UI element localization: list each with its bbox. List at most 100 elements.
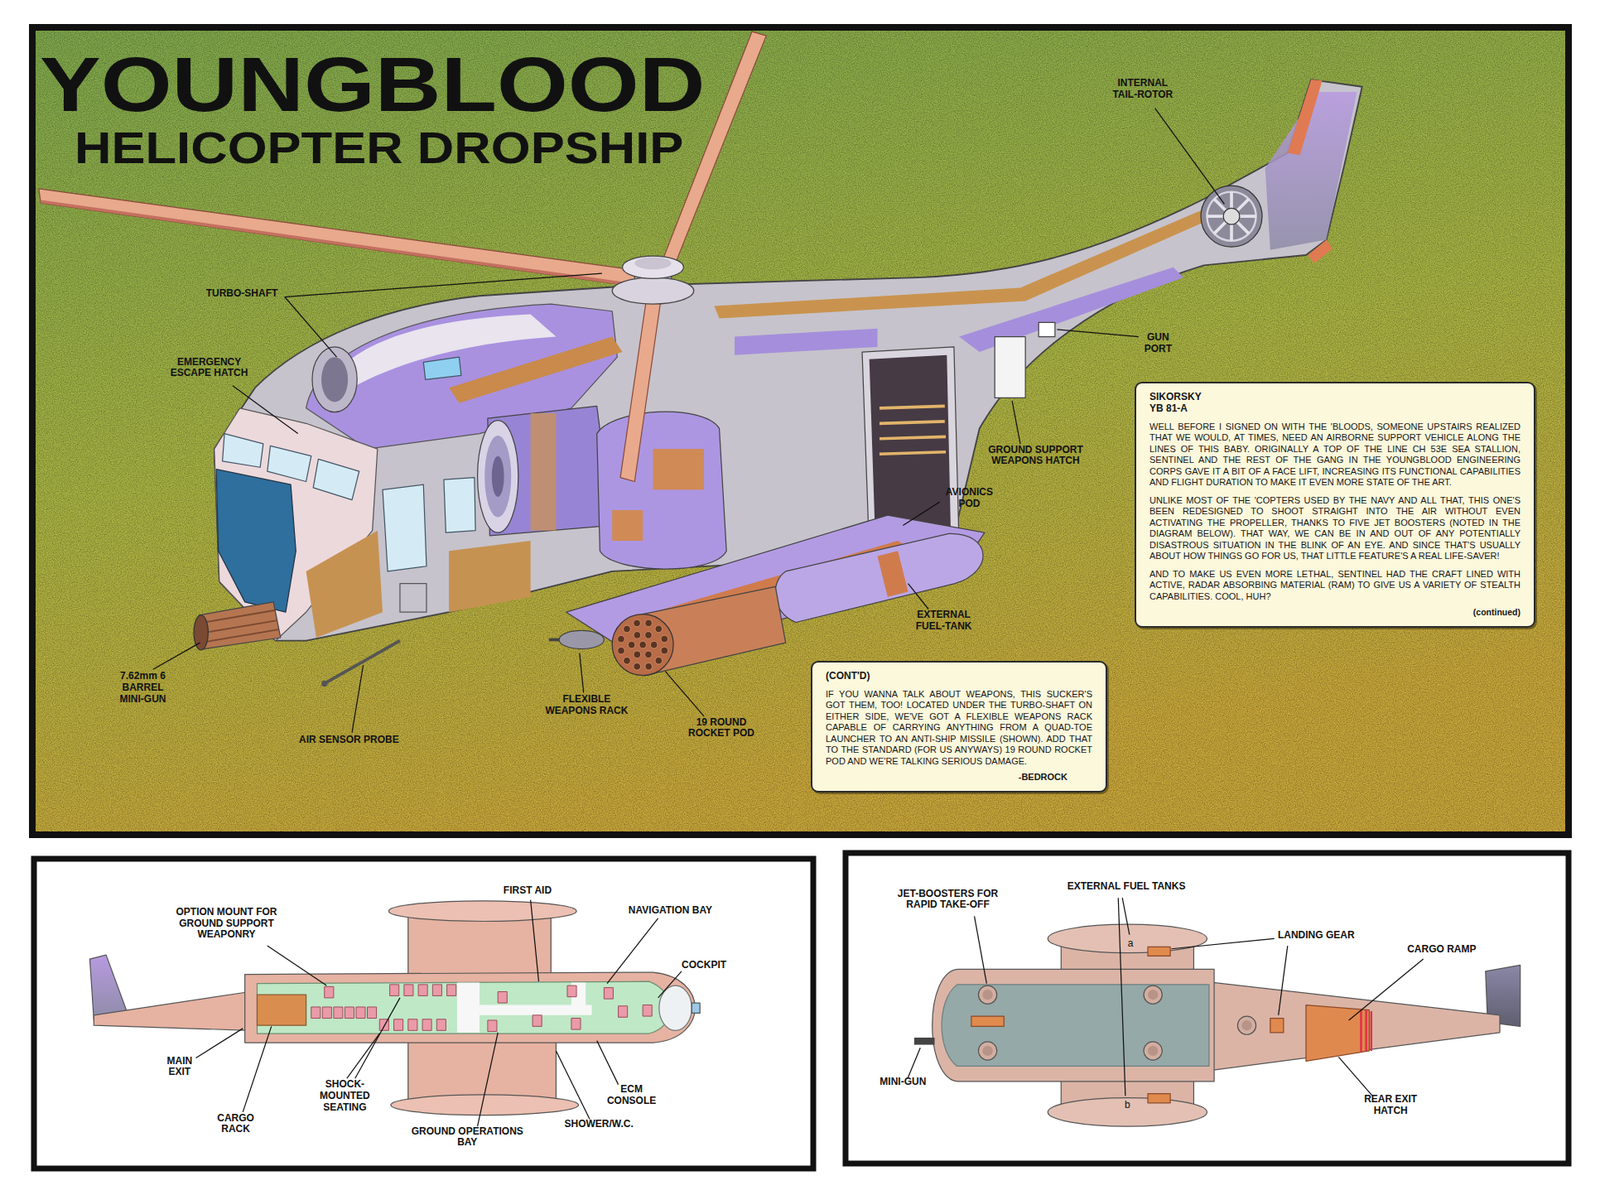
leader-lines [579,652,584,693]
rocket-tubes [645,631,653,640]
helicopter-drawing [1206,192,1256,241]
helicopter-drawing [443,477,476,534]
part-label: EXTERNAL FUEL TANKS [1067,881,1186,893]
leader-lines-plans [1278,945,1288,1016]
helicopter-drawing [312,346,357,413]
panel-text: IF YOU WANNA TALK ABOUT WEAPONS, THIS SU… [825,689,1093,768]
leader-lines-plans [1338,1056,1373,1096]
part-label: TURBO-SHAFT [206,288,279,300]
helicopter-drawing [1223,207,1240,225]
rocket-tubes [623,657,632,666]
rocket-tubes [655,656,663,665]
seat-marks [356,1007,366,1019]
seat-marks [432,984,442,997]
leader-lines [1155,108,1225,205]
seat-marks [487,1020,497,1032]
seat-marks [422,1019,432,1032]
part-label: b [1124,1099,1131,1112]
helicopter-drawing [620,295,661,482]
interior-plan [256,994,306,1026]
seat-marks [333,1007,343,1019]
interior-plan [457,982,593,1032]
seat-marks [408,1019,418,1032]
underside-view [1360,1010,1371,1053]
leader-lines-plans [1118,897,1126,1096]
underside-view [1241,1020,1252,1031]
part-label: a [1127,938,1134,950]
helicopter-drawing [879,405,946,454]
leader-lines-plans [477,1032,499,1127]
leader-lines-plans [355,997,400,1079]
underside-view [982,989,1252,1056]
leader-lines-plans [1349,959,1424,1021]
interior-plan [245,972,696,1043]
leader-lines-plans [1171,938,1274,949]
underside-view [978,985,1256,1061]
panel-signoff: (continued) [1149,607,1521,617]
panel-frames [32,27,1569,835]
helicopter-drawing [448,337,622,404]
seat-marks [311,984,652,1032]
leader-lines-plans [597,1040,619,1085]
leader-lines [1056,329,1139,338]
helicopter-drawing [622,255,685,279]
helicopter-drawing [321,356,348,402]
part-label: MINI-GUN [879,1076,926,1089]
leader-lines [153,642,201,670]
panel-text: WELL BEFORE I SIGNED ON WITH THE 'BLOODS… [1149,421,1521,489]
seat-marks [394,1019,404,1032]
interior-plan [256,981,670,1034]
seat-marks [447,984,457,997]
helicopter-drawing [612,277,694,304]
rocket-tubes [660,635,669,643]
part-label: 7.62mm 6 BARREL MINI-GUN [115,670,169,705]
part-label: INTERNAL TAIL-ROTOR [1109,77,1176,102]
part-label: SHOCK-MOUNTED SEATING [315,1079,374,1114]
underside-view [1147,946,1171,956]
leader-lines-plans [346,1033,380,1079]
leader-lines [907,583,929,610]
underside-view [1147,1045,1158,1056]
underside-view [978,985,997,1004]
panel-text: UNLIKE MOST OF THE 'COPTERS USED BY THE … [1149,495,1521,563]
helicopter-drawing [382,484,427,572]
helicopter-drawing [400,583,427,613]
underside-view [1270,1018,1284,1033]
part-label: EMERGENCY ESCAPE HATCH [168,356,251,381]
helicopter-drawing [1200,185,1263,247]
part-label: ECM CONSOLE [605,1084,659,1108]
leader-lines-plans [974,915,988,984]
interior-plan [659,985,692,1031]
underside-view [1306,1005,1369,1062]
rocket-tubes [633,619,641,627]
leader-lines [232,385,299,434]
subtitle-text: HELICOPTER DROPSHIP [74,125,684,170]
leader-lines [902,501,940,526]
leader-lines [1012,400,1021,444]
leader-lines [665,671,704,717]
part-label: COCKPIT [681,959,727,972]
helicopter-drawing [222,433,264,468]
part-label: GROUND SUPPORT WEAPONS HATCH [985,444,1085,468]
seat-marks [367,1007,377,1019]
panel-heading: (CONT'D) [825,670,1093,683]
helicopter-drawing [530,413,557,531]
rocket-tubes [623,625,632,633]
part-label: OPTION MOUNT FOR GROUND SUPPORT WEAPONRY [164,906,290,941]
leader-lines-plans [607,918,659,984]
rocket-tubes [633,663,641,671]
rocket-tubes [639,640,647,649]
helicopter-drawing [559,630,604,649]
helicopter-drawing [734,328,878,356]
helicopter-drawing [448,540,531,613]
seat-marks [571,1018,581,1031]
helicopter-drawing [267,445,312,482]
seat-marks [532,1015,542,1027]
text-panel: SIKORSKY YB 81-AWELL BEFORE I SIGNED ON … [1134,381,1536,628]
panel-frames [32,27,1569,835]
text-panel: (CONT'D) IF YOU WANNA TALK ABOUT WEAPONS,… [810,660,1108,793]
seat-marks [404,984,414,997]
seat-marks [603,987,613,1000]
helicopter-drawing [321,680,328,687]
